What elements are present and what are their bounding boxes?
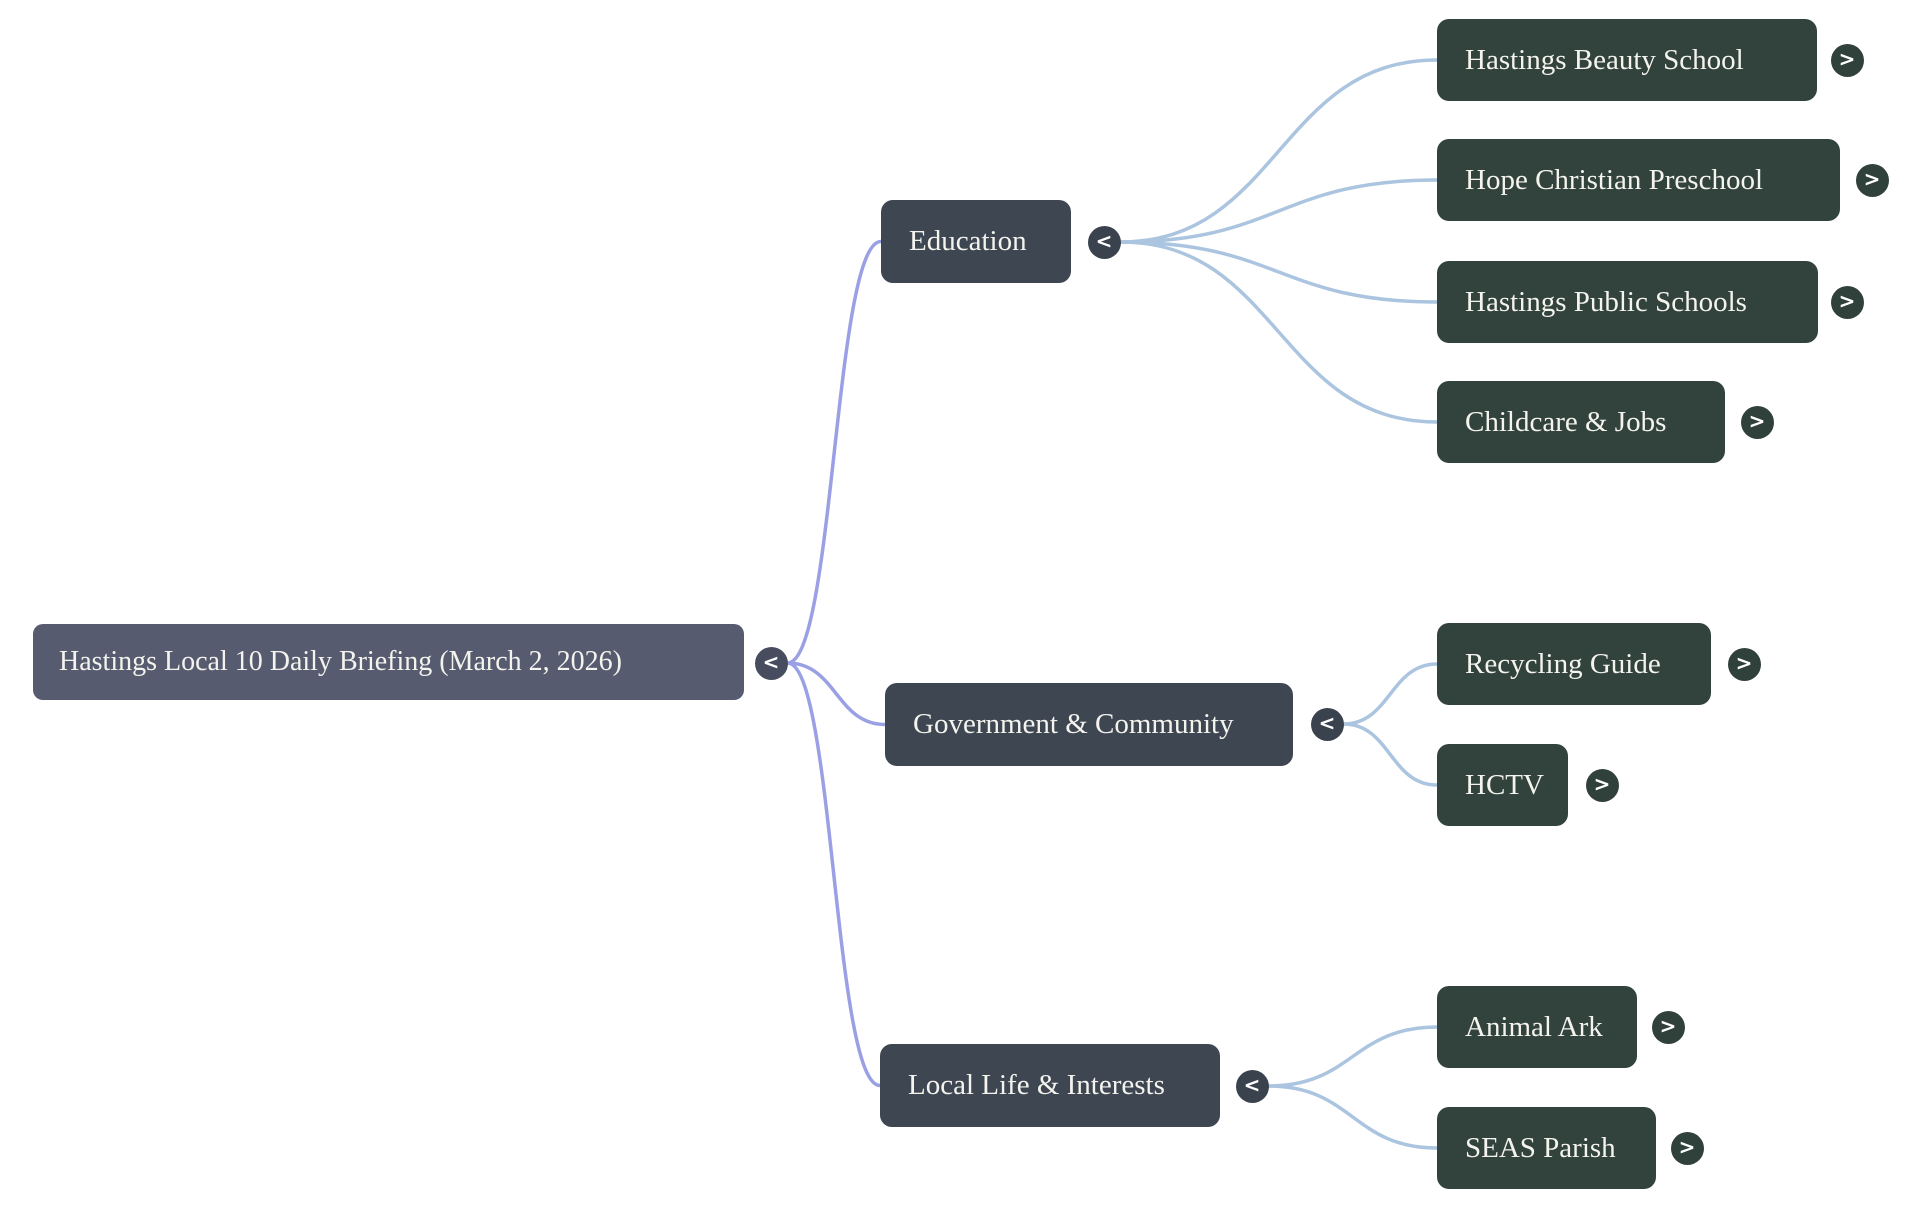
collapse-toggle-local-life[interactable]: <: [1235, 1069, 1269, 1103]
collapse-toggle-government[interactable]: <: [1310, 707, 1344, 741]
node-label: SEAS Parish: [1465, 1131, 1616, 1164]
edge-education-to-childcare: [1118, 240, 1439, 424]
node-label: Hope Christian Preschool: [1465, 163, 1764, 196]
node-label: Education: [909, 225, 1027, 257]
node-government-community[interactable]: Government & Community: [885, 683, 1293, 766]
edge-education-to-hope: [1118, 178, 1439, 244]
node-childcare-jobs[interactable]: Childcare & Jobs: [1437, 381, 1725, 463]
node-education[interactable]: Education: [881, 200, 1071, 283]
edge-education-to-beauty: [1118, 58, 1439, 244]
node-label: HCTV: [1465, 768, 1544, 801]
node-hctv[interactable]: HCTV: [1437, 744, 1568, 826]
edge-government-to-recycling: [1341, 662, 1439, 726]
expand-toggle-hctv[interactable]: >: [1585, 768, 1619, 802]
edge-root-to-education: [785, 239, 883, 665]
node-hastings-beauty-school[interactable]: Hastings Beauty School: [1437, 19, 1817, 101]
expand-toggle-hastings-beauty-school[interactable]: >: [1830, 43, 1864, 77]
node-animal-ark[interactable]: Animal Ark: [1437, 986, 1637, 1068]
node-label: Hastings Beauty School: [1465, 43, 1744, 76]
edge-locallife-to-animal: [1266, 1025, 1439, 1088]
node-seas-parish[interactable]: SEAS Parish: [1437, 1107, 1656, 1189]
node-recycling-guide[interactable]: Recycling Guide: [1437, 623, 1711, 705]
collapse-toggle-root[interactable]: <: [754, 646, 788, 680]
expand-toggle-childcare-jobs[interactable]: >: [1740, 405, 1774, 439]
expand-toggle-recycling-guide[interactable]: >: [1727, 647, 1761, 681]
expand-toggle-seas-parish[interactable]: >: [1670, 1131, 1704, 1165]
node-hastings-public-schools[interactable]: Hastings Public Schools: [1437, 261, 1818, 343]
edge-root-to-government: [785, 661, 887, 727]
node-local-life-interests[interactable]: Local Life & Interests: [880, 1044, 1220, 1127]
node-label: Hastings Public Schools: [1465, 285, 1747, 318]
expand-toggle-hope-christian-preschool[interactable]: >: [1855, 163, 1889, 197]
node-label: Hastings Local 10 Daily Briefing (March …: [59, 646, 622, 677]
node-label: Government & Community: [913, 708, 1234, 740]
node-label: Childcare & Jobs: [1465, 405, 1667, 438]
expand-toggle-animal-ark[interactable]: >: [1651, 1010, 1685, 1044]
node-label: Recycling Guide: [1465, 647, 1661, 680]
node-hope-christian-preschool[interactable]: Hope Christian Preschool: [1437, 139, 1840, 221]
expand-toggle-hastings-public-schools[interactable]: >: [1830, 285, 1864, 319]
collapse-toggle-education[interactable]: <: [1087, 225, 1121, 259]
edge-education-to-public: [1118, 240, 1439, 304]
node-label: Animal Ark: [1465, 1010, 1603, 1043]
node-label: Local Life & Interests: [908, 1069, 1165, 1101]
edge-locallife-to-seas: [1266, 1084, 1439, 1150]
edge-government-to-hctv: [1341, 722, 1439, 787]
edge-root-to-locallife: [785, 661, 882, 1088]
node-root-daily-briefing[interactable]: Hastings Local 10 Daily Briefing (March …: [33, 624, 744, 700]
